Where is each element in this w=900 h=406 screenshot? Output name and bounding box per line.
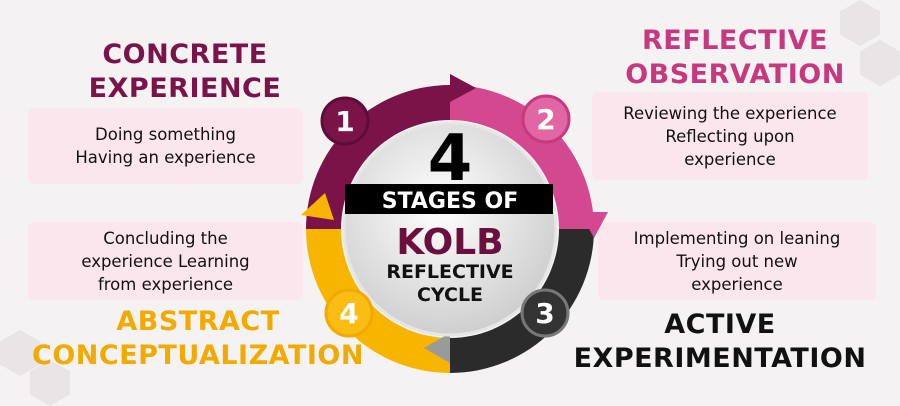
badge-number: 3: [535, 297, 554, 330]
description-line: Doing something: [95, 125, 236, 144]
title-line: ABSTRACT: [116, 306, 280, 337]
stage-2-title: REFLECTIVE OBSERVATION: [615, 24, 855, 92]
badge-number: 4: [339, 297, 358, 330]
arrow-head-2: [580, 212, 608, 238]
badge-2: 2: [521, 94, 571, 144]
title-line: CONCRETE: [102, 39, 268, 70]
arrow-head-1: [450, 74, 476, 102]
title-line: CONCEPTUALIZATION: [32, 340, 364, 371]
badge-number: 2: [536, 103, 555, 136]
stage-3-description: Implementing on leaning Trying out new e…: [598, 222, 876, 300]
description-line: Concluding the: [103, 228, 228, 248]
title-line: OBSERVATION: [625, 59, 845, 90]
badge-4: 4: [324, 288, 374, 338]
description-line: Having an experience: [75, 148, 256, 167]
badge-3: 3: [520, 288, 570, 338]
title-line: REFLECTIVE: [642, 25, 828, 56]
title-line: EXPERIENCE: [88, 73, 282, 104]
ring-segment-3: [450, 229, 594, 373]
center-line-4: CYCLE: [417, 284, 483, 306]
ring-segment-2: [450, 85, 594, 229]
ring-segment-4: [306, 229, 450, 373]
description-line: experience: [684, 149, 776, 169]
description-line: Reviewing the experience: [623, 103, 837, 123]
center-band: [345, 184, 553, 214]
center-line-3: REFLECTIVE: [386, 261, 513, 283]
stage-1-description: Doing something Having an experience: [28, 108, 303, 184]
stage-4-title: ABSTRACT CONCEPTUALIZATION: [28, 305, 368, 373]
ring-segment-1: [306, 85, 450, 229]
description-line: experience Learning: [81, 251, 250, 271]
center-circle: [342, 121, 558, 337]
description-line: Trying out new: [676, 251, 798, 271]
description-line: experience: [691, 274, 783, 294]
arrow-head-3: [424, 333, 450, 363]
badge-1: 1: [320, 96, 370, 146]
description-line: Implementing on leaning: [633, 228, 841, 248]
stage-4-description: Concluding the experience Learning from …: [28, 222, 303, 300]
stage-2-description: Reviewing the experience Reflecting upon…: [592, 92, 868, 180]
center-line-2: KOLB: [396, 222, 503, 263]
decor-hexagon: [860, 40, 900, 86]
decor-hexagon: [840, 0, 880, 46]
arrow-head-4: [301, 193, 334, 220]
title-line: ACTIVE: [664, 309, 776, 340]
badge-number: 1: [335, 105, 354, 138]
stage-1-title: CONCRETE EXPERIENCE: [80, 38, 290, 106]
description-line: from experience: [97, 274, 234, 294]
center-number: 4: [428, 122, 473, 196]
stage-3-title: ACTIVE EXPERIMENTATION: [570, 308, 870, 376]
center-line-1: STAGES OF: [382, 189, 519, 214]
title-line: EXPERIMENTATION: [573, 343, 867, 374]
description-line: Reflecting upon: [665, 126, 795, 146]
